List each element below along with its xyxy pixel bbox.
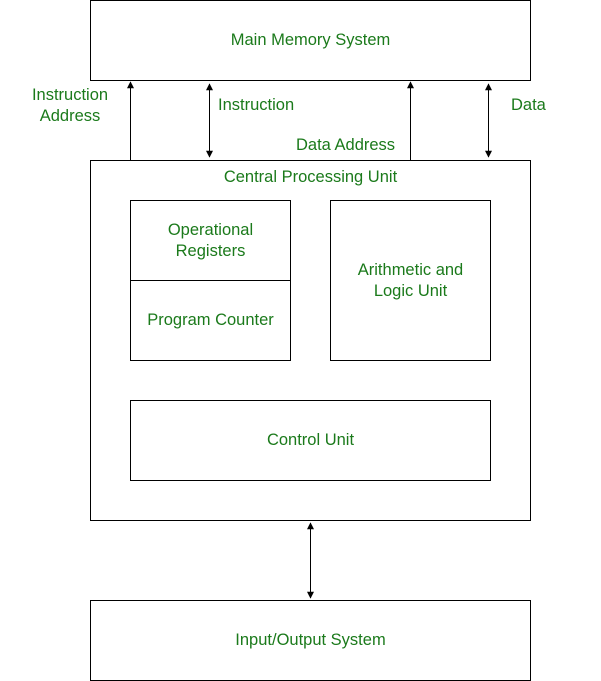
io-system-label: Input/Output System xyxy=(235,631,386,649)
alu-box xyxy=(330,200,491,361)
io-system-box xyxy=(90,600,531,681)
main-memory-label: Main Memory System xyxy=(230,31,391,49)
instruction-address-label: Instruction Address xyxy=(31,86,109,125)
data-address-label: Data Address xyxy=(296,136,396,154)
cpu-label: Central Processing Unit xyxy=(223,168,398,186)
instruction-label: Instruction xyxy=(218,96,295,114)
control-unit-box xyxy=(130,400,491,481)
control-unit-label: Control Unit xyxy=(266,431,355,449)
program-counter-box xyxy=(130,280,291,361)
operational-registers-label: Operational Registers xyxy=(167,221,254,260)
main-memory-box xyxy=(90,0,531,81)
data-label: Data xyxy=(511,96,546,114)
alu-label: Arithmetic and Logic Unit xyxy=(357,261,464,300)
program-counter-label: Program Counter xyxy=(147,311,274,329)
